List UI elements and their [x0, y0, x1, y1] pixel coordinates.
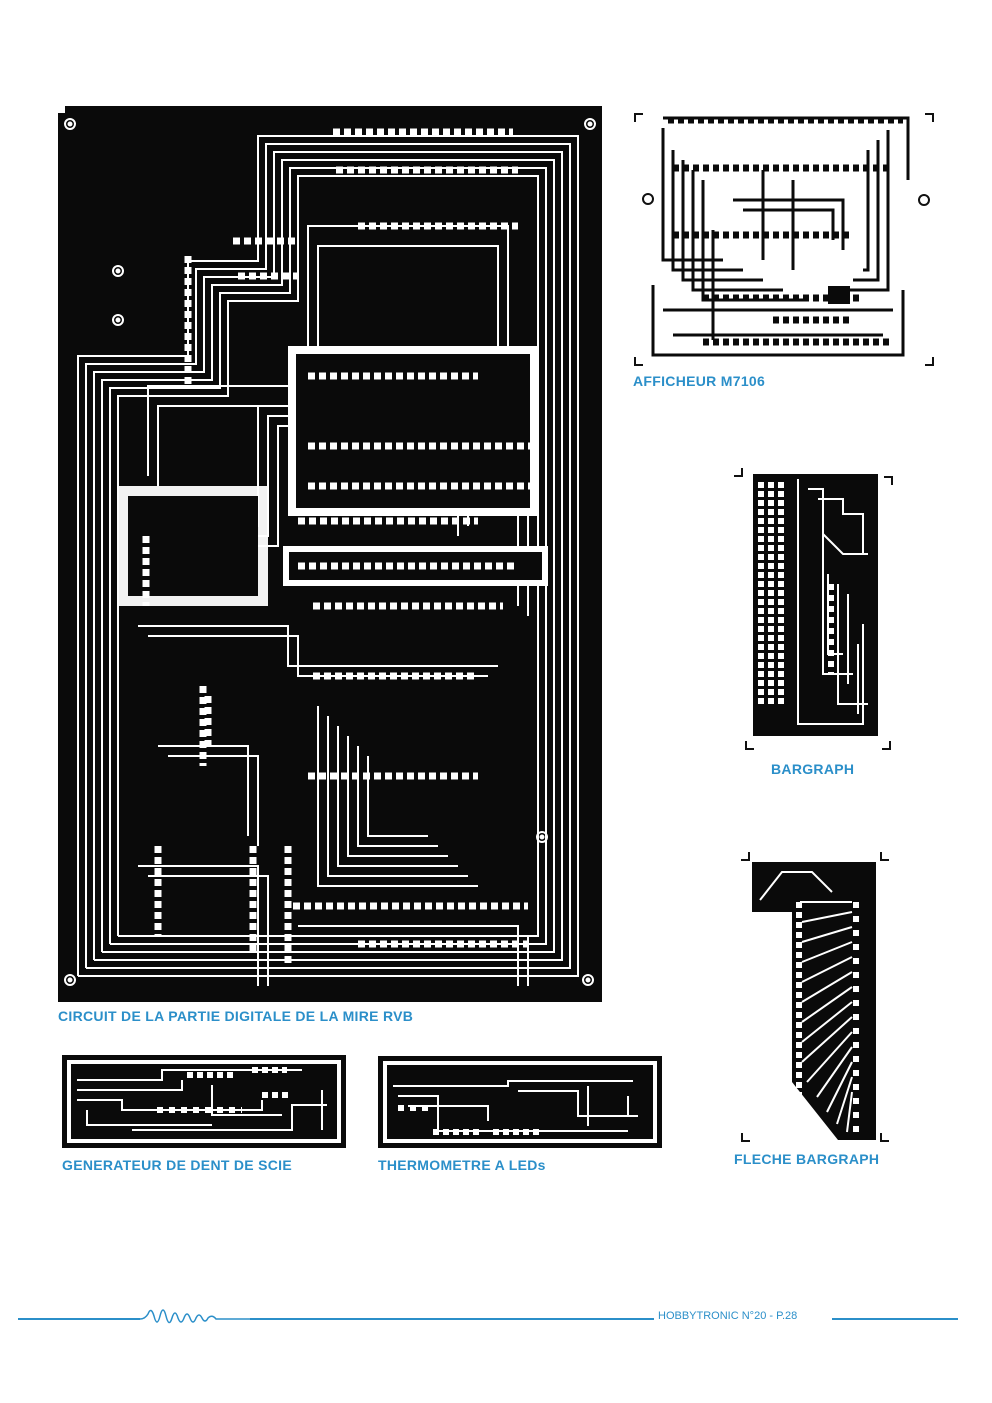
crop-mark: [634, 113, 643, 122]
crop-mark: [884, 476, 893, 485]
footer-rule-middle: [250, 1318, 654, 1320]
crop-mark: [925, 113, 934, 122]
afficheur-caption: AFFICHEUR M7106: [633, 373, 766, 389]
afficheur-hole-right: [918, 194, 930, 206]
footer-wave-logo: [140, 1309, 250, 1324]
thermometre-pcb: [378, 1056, 662, 1148]
thermometre-caption: THERMOMETRE A LEDs: [378, 1157, 546, 1173]
crop-mark: [925, 357, 934, 366]
main-circuit-pcb: [58, 106, 602, 1002]
crop-mark: [745, 741, 754, 750]
crop-mark: [734, 468, 743, 477]
thermometre-artwork: [383, 1061, 657, 1143]
afficheur-hole-left: [642, 193, 654, 205]
crop-mark: [880, 1133, 889, 1142]
crop-mark: [882, 741, 891, 750]
fleche-caption: FLECHE BARGRAPH: [734, 1151, 880, 1167]
fleche-pcb: [752, 862, 876, 1140]
afficheur-pcb: [643, 110, 915, 362]
page-footer: HOBBYTRONIC N°20 - P.28: [0, 1296, 992, 1336]
bargraph-caption: BARGRAPH: [771, 761, 855, 777]
generateur-artwork: [67, 1060, 341, 1143]
crop-mark: [741, 852, 750, 861]
bargraph-pcb: [753, 474, 878, 736]
footer-page-label: HOBBYTRONIC N°20 - P.28: [658, 1310, 798, 1322]
crop-mark: [741, 1133, 750, 1142]
afficheur-artwork: [643, 110, 915, 362]
fleche-artwork: [752, 862, 876, 1140]
footer-rule-left: [18, 1318, 140, 1320]
generateur-pcb: [62, 1055, 346, 1148]
crop-mark: [880, 852, 889, 861]
generateur-caption: GENERATEUR DE DENT DE SCIE: [62, 1157, 293, 1173]
main-circuit-caption: CIRCUIT DE LA PARTIE DIGITALE DE LA MIRE…: [58, 1008, 414, 1024]
footer-rule-right: [832, 1318, 958, 1320]
main-circuit-artwork: [58, 106, 596, 986]
bargraph-artwork: [758, 479, 868, 725]
crop-mark: [634, 357, 643, 366]
